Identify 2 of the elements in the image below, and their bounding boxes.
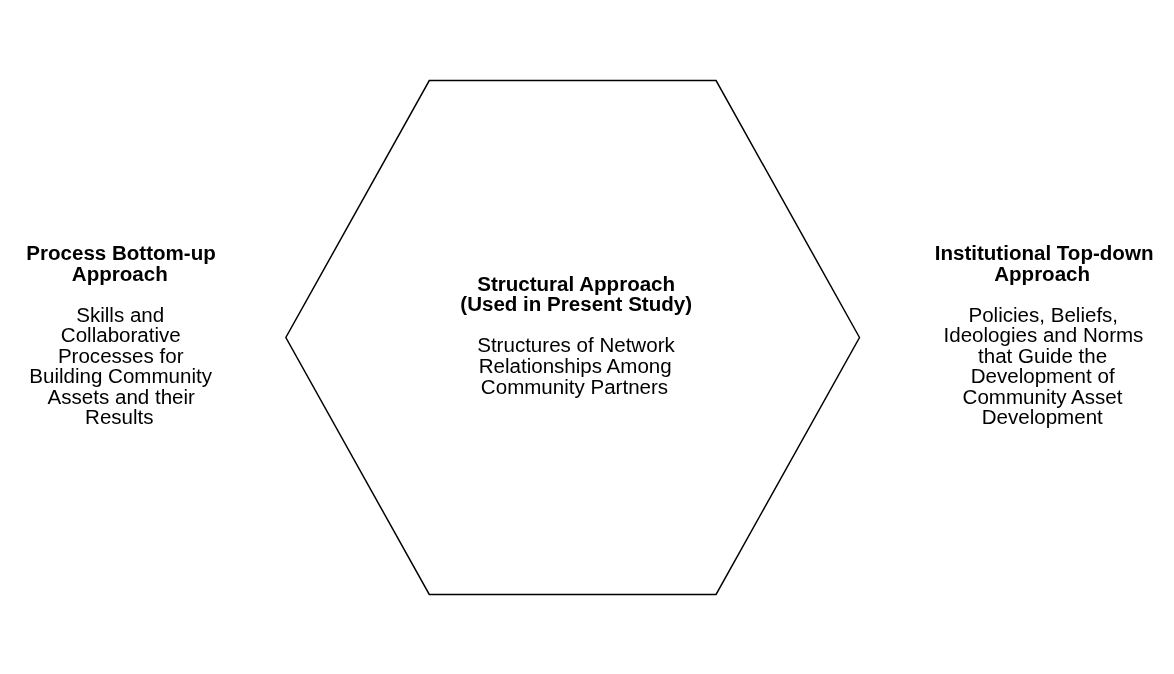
node-text: Process Bottom-up Approach Skills and Collaborative Processes for Building Community Assets and their Results — [26, 240, 216, 428]
node-text: Institutional Top-down Approach Policies, Beliefs, Ideologies and Norms that Guide the Development of Community Asset Development — [934, 240, 1154, 428]
